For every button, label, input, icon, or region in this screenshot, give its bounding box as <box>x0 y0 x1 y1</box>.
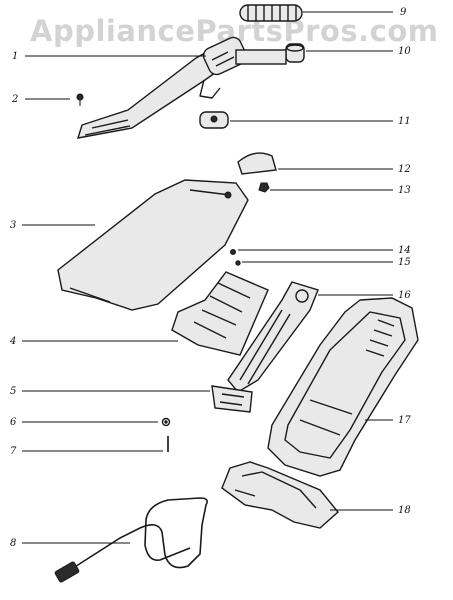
callout-10: 10 <box>398 46 411 57</box>
leader-lines <box>22 11 393 544</box>
callout-13: 13 <box>398 185 411 196</box>
part-clip <box>199 111 229 129</box>
callout-1: 1 <box>12 51 18 62</box>
part-screw <box>76 93 84 106</box>
callout-18: 18 <box>398 505 411 516</box>
part-hose <box>239 4 303 22</box>
callout-9: 9 <box>400 7 407 18</box>
part-housing <box>267 297 419 477</box>
callout-15: 15 <box>398 257 411 268</box>
callout-3: 3 <box>10 220 16 231</box>
part-base <box>221 461 339 529</box>
callout-17: 17 <box>398 415 411 426</box>
part-filter <box>171 271 269 356</box>
part-tiny-screws <box>230 249 241 266</box>
callout-16: 16 <box>398 290 411 301</box>
part-washer <box>161 417 171 427</box>
part-filter-frame <box>227 281 319 393</box>
callout-11: 11 <box>398 116 411 127</box>
part-cord <box>54 497 208 583</box>
callout-8: 8 <box>10 538 16 549</box>
part-nut <box>258 182 270 193</box>
callout-5: 5 <box>10 386 16 397</box>
part-nozzle <box>76 36 287 139</box>
callout-12: 12 <box>398 164 411 175</box>
callout-14: 14 <box>398 245 411 256</box>
part-cover <box>57 179 249 311</box>
part-collar <box>285 43 305 63</box>
part-latch <box>237 152 277 175</box>
callout-4: 4 <box>9 336 16 347</box>
callout-6: 6 <box>10 417 17 428</box>
callout-7: 7 <box>10 446 17 457</box>
callout-numbers: 1 2 3 4 5 6 7 8 9 10 11 12 13 14 15 16 1… <box>9 7 411 549</box>
part-bracket <box>211 385 253 413</box>
callout-2: 2 <box>11 94 18 105</box>
